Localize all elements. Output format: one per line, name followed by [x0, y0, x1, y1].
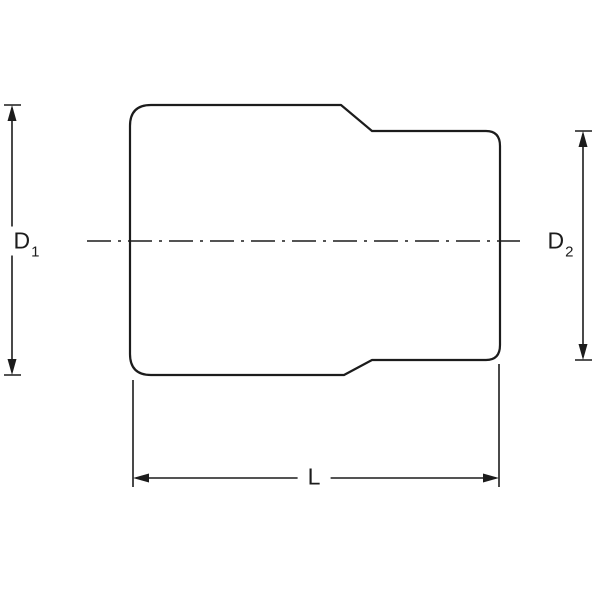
- d1-label-base: D: [13, 227, 31, 254]
- length-dimension-label: L: [297, 462, 331, 492]
- d1-arrow-down-icon: [7, 359, 17, 375]
- length-arrow-left-icon: [133, 473, 149, 483]
- d2-arrow-up-icon: [578, 131, 588, 147]
- length-arrow-right-icon: [483, 473, 499, 483]
- length-label-text: L: [307, 463, 321, 490]
- d2-dimension-label: D2: [543, 226, 577, 259]
- d2-label-subscript: 2: [565, 243, 574, 261]
- d1-dimension-label: D1: [9, 226, 43, 259]
- d1-arrow-up-icon: [7, 105, 17, 121]
- d1-label-subscript: 1: [31, 243, 40, 261]
- d2-dimension: [575, 130, 592, 361]
- d2-arrow-down-icon: [578, 344, 588, 360]
- socket-body-outline: [128, 103, 502, 377]
- d2-label-base: D: [547, 227, 565, 254]
